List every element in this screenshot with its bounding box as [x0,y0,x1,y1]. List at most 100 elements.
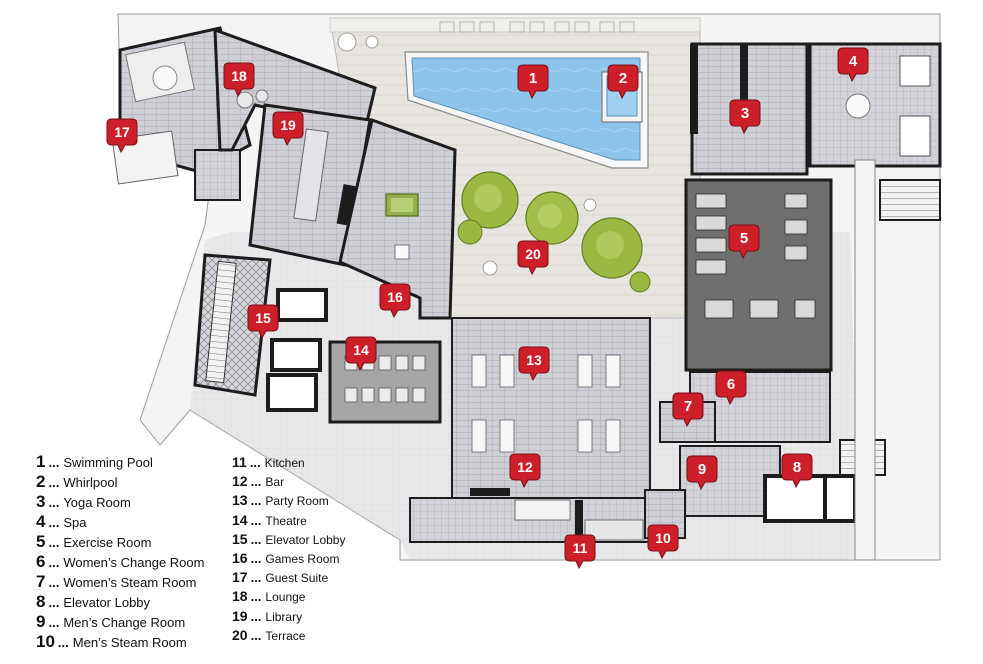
legend-number: 17 [232,569,248,586]
marker-label: 6 [727,376,735,393]
marker-label: 10 [655,530,671,546]
marker-8: 8 [781,453,813,489]
marker-pin [106,118,138,154]
legend-item: 3 ... Yoga Room [36,492,204,512]
party-room [451,317,651,499]
legend-separator: ... [250,627,262,643]
marker-label: 20 [525,246,541,262]
legend-item: 11 ... Kitchen [232,454,345,473]
legend-item: 18 ... Lounge [232,588,345,607]
legend-item: 2 ... Whirlpool [36,472,204,492]
legend-label: Guest Suite [265,571,329,586]
legend-label: Whirlpool [63,475,118,490]
legend-label: Lounge [265,590,306,605]
marker-pin [837,47,869,83]
marker-label: 1 [529,70,537,87]
marker-pin [345,336,377,372]
marker-pin [379,283,411,319]
legend-separator: ... [250,589,262,605]
legend-label: Spa [63,515,87,530]
legend-item: 12 ... Bar [232,473,345,492]
marker-11: 11 [564,534,596,570]
marker-18: 18 [223,62,255,98]
spa [808,42,942,168]
legend-separator: ... [48,495,60,510]
marker-4: 4 [837,47,869,83]
legend-label: Women’s Change Room [63,555,205,570]
legend-separator: ... [249,455,261,470]
legend-separator: ... [250,570,262,586]
legend-separator: ... [48,555,60,570]
marker-pin [781,453,813,489]
legend-number: 15 [232,530,248,547]
terrace-trees [457,171,651,293]
west-elevator-lobby [193,253,328,412]
legend-label: Elevator Lobby [63,595,151,610]
marker-17: 17 [106,118,138,154]
marker-3: 3 [729,99,761,135]
legend-left: 1 ... Swimming Pool 2 ... Whirlpool 3 ..… [36,452,204,652]
marker-15: 15 [247,304,279,340]
marker-label: 8 [793,459,801,476]
marker-2: 2 [607,64,639,100]
legend-number: 16 [232,549,248,566]
marker-label: 4 [849,53,858,70]
marker-label: 14 [353,342,369,358]
marker-label: 3 [741,105,749,122]
legend-number: 8 [36,592,46,611]
legend-label: Kitchen [264,456,305,470]
legend-item: 5 ... Exercise Room [36,532,204,552]
marker-14: 14 [345,336,377,372]
legend-number: 4 [36,512,46,531]
marker-19: 19 [272,111,304,147]
legend-separator: ... [250,531,262,547]
marker-pin [247,304,279,340]
legend-item: 13 ... Party Room [232,492,345,511]
library [248,103,372,267]
marker-pin [686,455,718,491]
legend-item: 9 ... Men’s Change Room [36,612,204,632]
legend-label: Games Room [265,551,340,566]
marker-pin [223,62,255,98]
terrace-tables [337,32,597,276]
marker-pin [647,524,679,560]
legend-number: 1 [36,452,46,471]
marker-label: 19 [280,117,296,133]
legend-separator: ... [48,515,60,530]
legend-number: 18 [232,588,248,605]
legend-label: Theatre [265,513,307,528]
legend-label: Swimming Pool [63,455,153,470]
legend-separator: ... [48,535,60,550]
legend-number: 12 [232,473,248,490]
marker-pin [517,64,549,100]
legend-separator: ... [250,608,262,624]
legend-item: 6 ... Women’s Change Room [36,552,204,572]
legend-number: 6 [36,552,46,571]
legend-number: 19 [232,607,248,624]
legend-item: 8 ... Elevator Lobby [36,592,204,612]
legend-item: 1 ... Swimming Pool [36,452,204,472]
legend-item: 19 ... Library [232,608,345,627]
legend-separator: ... [48,595,60,610]
marker-label: 9 [698,461,706,478]
legend-number: 3 [36,492,46,511]
legend-separator: ... [48,575,60,590]
legend-right: 11 ... Kitchen 12 ... Bar 13 ... Party R… [232,454,345,646]
legend-label: Elevator Lobby [265,532,346,547]
legend-number: 13 [232,492,248,509]
marker-label: 2 [619,70,627,87]
legend-label: Men’s Change Room [63,615,186,630]
legend-separator: ... [48,455,60,470]
marker-label: 7 [684,398,692,415]
theatre [328,340,442,424]
legend-separator: ... [48,475,60,490]
legend-separator: ... [250,550,262,566]
legend-item: 4 ... Spa [36,512,204,532]
legend-item: 7 ... Women’s Steam Room [36,572,204,592]
marker-label: 17 [114,124,130,140]
marker-pin [728,224,760,260]
marker-label: 13 [526,352,542,368]
marker-label: 5 [740,230,748,247]
marker-pin [729,99,761,135]
